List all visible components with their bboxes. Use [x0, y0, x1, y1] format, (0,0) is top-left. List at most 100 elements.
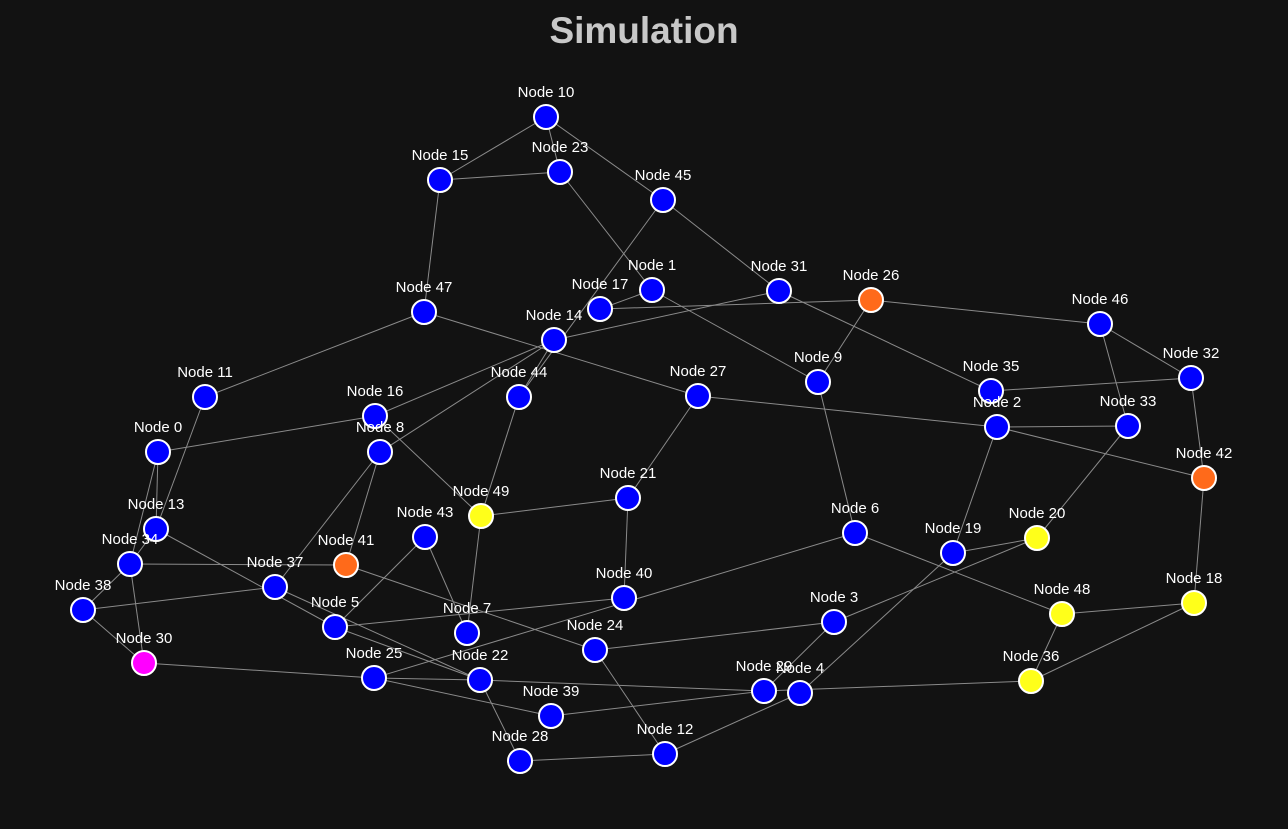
- edge-2-42: [996, 426, 1205, 479]
- edge-14-16: [374, 339, 555, 417]
- node-33[interactable]: [1115, 413, 1141, 439]
- node-16[interactable]: [362, 403, 388, 429]
- node-32[interactable]: [1178, 365, 1204, 391]
- edge-38-30: [82, 609, 145, 664]
- node-28[interactable]: [507, 748, 533, 774]
- node-label-29: Node 29: [736, 658, 793, 675]
- node-39[interactable]: [538, 703, 564, 729]
- node-label-32: Node 32: [1163, 345, 1220, 362]
- edge-2-33: [996, 425, 1129, 428]
- edge-42-18: [1193, 477, 1205, 604]
- edge-9-6: [817, 381, 856, 534]
- node-label-45: Node 45: [635, 167, 692, 184]
- edge-16-0: [157, 415, 376, 453]
- node-label-11: Node 11: [177, 364, 233, 381]
- edge-6-48: [854, 532, 1063, 615]
- node-44[interactable]: [506, 384, 532, 410]
- node-17[interactable]: [587, 296, 613, 322]
- node-label-22: Node 22: [452, 647, 509, 664]
- node-4[interactable]: [787, 680, 813, 706]
- node-35[interactable]: [978, 378, 1004, 404]
- edge-24-12: [594, 649, 666, 755]
- node-27[interactable]: [685, 383, 711, 409]
- node-label-13: Node 13: [128, 496, 185, 513]
- node-label-1: Node 1: [628, 257, 676, 274]
- node-5[interactable]: [322, 614, 348, 640]
- node-49[interactable]: [468, 503, 494, 529]
- node-14[interactable]: [541, 327, 567, 353]
- node-37[interactable]: [262, 574, 288, 600]
- edge-15-23: [439, 171, 561, 181]
- edge-3-29: [763, 621, 835, 692]
- node-label-30: Node 30: [116, 630, 173, 647]
- node-label-15: Node 15: [412, 147, 469, 164]
- node-15[interactable]: [427, 167, 453, 193]
- node-label-6: Node 6: [831, 500, 879, 517]
- node-9[interactable]: [805, 369, 831, 395]
- node-label-7: Node 7: [443, 600, 491, 617]
- node-12[interactable]: [652, 741, 678, 767]
- edge-22-29: [479, 679, 765, 692]
- edge-38-37: [82, 586, 276, 611]
- edge-39-29: [550, 690, 765, 717]
- edge-19-4: [799, 552, 954, 694]
- node-21[interactable]: [615, 485, 641, 511]
- node-13[interactable]: [143, 516, 169, 542]
- node-20[interactable]: [1024, 525, 1050, 551]
- node-34[interactable]: [117, 551, 143, 577]
- edge-15-47: [423, 179, 441, 313]
- node-41[interactable]: [333, 552, 359, 578]
- node-29[interactable]: [751, 678, 777, 704]
- node-48[interactable]: [1049, 601, 1075, 627]
- node-40[interactable]: [611, 585, 637, 611]
- node-11[interactable]: [192, 384, 218, 410]
- node-2[interactable]: [984, 414, 1010, 440]
- node-46[interactable]: [1087, 311, 1113, 337]
- node-6[interactable]: [842, 520, 868, 546]
- node-7[interactable]: [454, 620, 480, 646]
- edge-22-28: [479, 679, 521, 762]
- node-23[interactable]: [547, 159, 573, 185]
- node-26[interactable]: [858, 287, 884, 313]
- node-label-10: Node 10: [518, 84, 575, 101]
- node-45[interactable]: [650, 187, 676, 213]
- node-31[interactable]: [766, 278, 792, 304]
- edge-26-46: [870, 299, 1101, 325]
- node-label-34: Node 34: [102, 531, 159, 548]
- node-24[interactable]: [582, 637, 608, 663]
- node-38[interactable]: [70, 597, 96, 623]
- node-0[interactable]: [145, 439, 171, 465]
- node-3[interactable]: [821, 609, 847, 635]
- edge-46-33: [1099, 323, 1129, 427]
- edge-43-5: [334, 536, 426, 628]
- node-label-49: Node 49: [453, 483, 510, 500]
- node-19[interactable]: [940, 540, 966, 566]
- node-label-20: Node 20: [1009, 505, 1066, 522]
- node-47[interactable]: [411, 299, 437, 325]
- node-36[interactable]: [1018, 668, 1044, 694]
- node-30[interactable]: [131, 650, 157, 676]
- edge-3-24: [594, 621, 835, 651]
- edge-45-44: [518, 199, 664, 398]
- node-22[interactable]: [467, 667, 493, 693]
- node-25[interactable]: [361, 665, 387, 691]
- node-10[interactable]: [533, 104, 559, 130]
- node-label-0: Node 0: [134, 419, 182, 436]
- node-1[interactable]: [639, 277, 665, 303]
- edge-16-49: [374, 415, 482, 517]
- edge-0-34: [129, 451, 159, 565]
- node-label-27: Node 27: [670, 363, 727, 380]
- node-8[interactable]: [367, 439, 393, 465]
- node-42[interactable]: [1191, 465, 1217, 491]
- edge-8-41: [345, 451, 381, 566]
- node-label-31: Node 31: [751, 258, 808, 275]
- node-label-26: Node 26: [843, 267, 900, 284]
- edge-27-2: [697, 395, 998, 428]
- node-43[interactable]: [412, 524, 438, 550]
- node-label-46: Node 46: [1072, 291, 1129, 308]
- edge-25-39: [373, 677, 552, 717]
- node-label-23: Node 23: [532, 139, 589, 156]
- node-18[interactable]: [1181, 590, 1207, 616]
- node-label-47: Node 47: [396, 279, 453, 296]
